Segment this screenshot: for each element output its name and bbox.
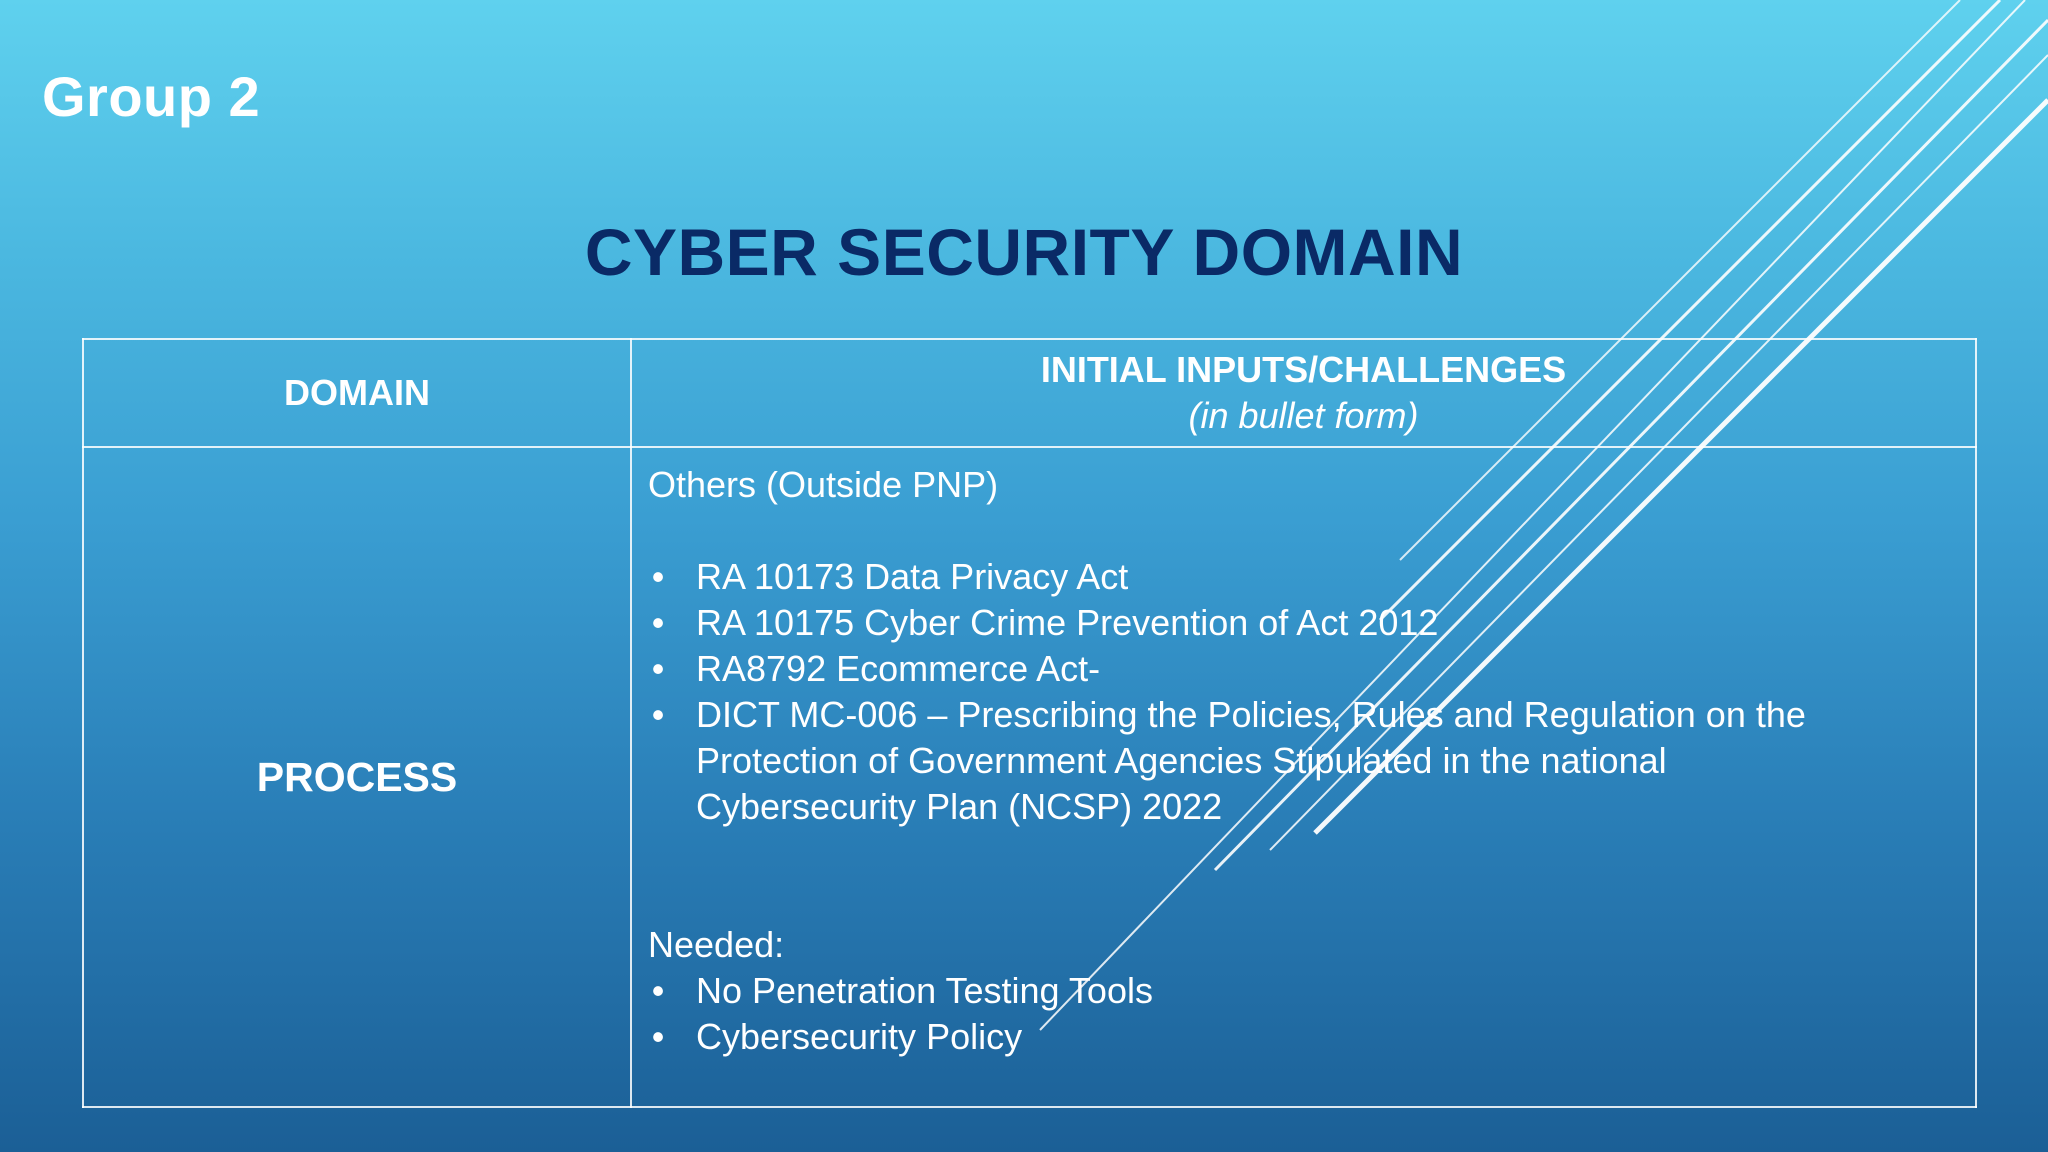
bullet-glyph: • bbox=[651, 602, 665, 643]
list-item-text: RA8792 Ecommerce Act- bbox=[696, 648, 1101, 689]
table-row: PROCESS Others (Outside PNP) • RA 10173 … bbox=[82, 446, 1977, 1108]
list-item: • Cybersecurity Policy bbox=[648, 1014, 1975, 1060]
list-item-text: RA 10175 Cyber Crime Prevention of Act 2… bbox=[696, 602, 1439, 643]
inputs-cell: Others (Outside PNP) • RA 10173 Data Pri… bbox=[630, 446, 1977, 1108]
bullet-glyph: • bbox=[651, 648, 665, 689]
spacer bbox=[648, 508, 1975, 554]
bullet-list: • RA 10173 Data Privacy Act • RA 10175 C… bbox=[648, 554, 1975, 830]
domain-table: DOMAIN INITIAL INPUTS/CHALLENGES (in bul… bbox=[82, 338, 1977, 1108]
header-inputs: INITIAL INPUTS/CHALLENGES (in bullet for… bbox=[630, 338, 1977, 448]
list-item: • No Penetration Testing Tools bbox=[648, 968, 1975, 1014]
spacer bbox=[648, 830, 1975, 922]
intro-text: Others (Outside PNP) bbox=[648, 464, 999, 505]
domain-cell-process: PROCESS bbox=[82, 446, 632, 1108]
list-item: • RA 10173 Data Privacy Act bbox=[648, 554, 1975, 600]
bullet-glyph: • bbox=[651, 694, 665, 735]
bullet-glyph: • bbox=[651, 970, 665, 1011]
bullet-glyph: • bbox=[651, 1016, 665, 1057]
needed-list: • No Penetration Testing Tools • Cyberse… bbox=[648, 968, 1975, 1060]
list-item-text: RA 10173 Data Privacy Act bbox=[696, 556, 1129, 597]
group-label: Group 2 bbox=[42, 65, 261, 128]
slide-title: CYBER SECURITY DOMAIN bbox=[584, 215, 1464, 289]
header-domain: DOMAIN bbox=[82, 338, 632, 448]
list-item-text-line2: Protection of Government Agencies Stipul… bbox=[696, 740, 1667, 781]
list-item: • RA 10175 Cyber Crime Prevention of Act… bbox=[648, 600, 1975, 646]
needed-label: Needed: bbox=[648, 924, 785, 965]
list-item-text: Cybersecurity Policy bbox=[696, 1016, 1023, 1057]
list-item: • RA8792 Ecommerce Act- bbox=[648, 646, 1975, 692]
bullet-glyph: • bbox=[651, 556, 665, 597]
header-inputs-subtitle: (in bullet form) bbox=[1188, 395, 1419, 436]
table-header-row: DOMAIN INITIAL INPUTS/CHALLENGES (in bul… bbox=[82, 338, 1977, 448]
list-item-text: DICT MC-006 – Prescribing the Policies, … bbox=[696, 694, 1806, 735]
list-item: • DICT MC-006 – Prescribing the Policies… bbox=[648, 692, 1975, 830]
list-item-text: No Penetration Testing Tools bbox=[696, 970, 1153, 1011]
header-inputs-title: INITIAL INPUTS/CHALLENGES bbox=[1040, 349, 1567, 390]
list-item-text-line3: Cybersecurity Plan (NCSP) 2022 bbox=[696, 786, 1223, 827]
